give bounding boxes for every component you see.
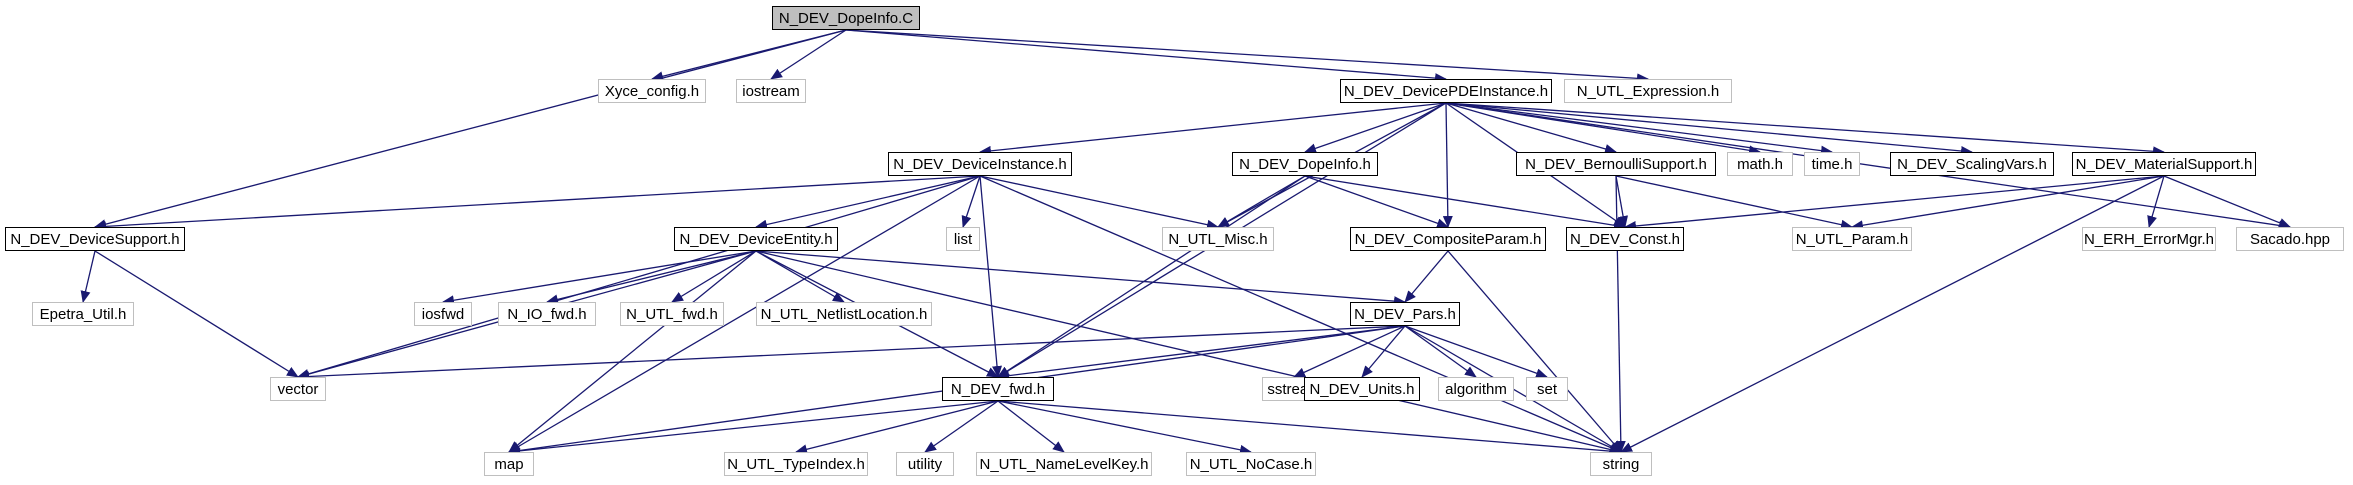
node-n-dev-fwd-h[interactable]: N_DEV_fwd.h <box>942 377 1054 401</box>
edge-dev_fwd-to-utility <box>924 400 999 453</box>
edge-root-to-iostream <box>770 29 847 80</box>
edge-devicepde-to-materialsupport <box>1445 102 2165 157</box>
node-math-h: math.h <box>1727 152 1793 176</box>
node-algorithm: algorithm <box>1438 377 1514 401</box>
node-n-utl-misc-h: N_UTL_Misc.h <box>1162 227 1274 251</box>
edge-deviceentity-to-pars <box>755 250 1406 307</box>
edge-pars-to-sstream <box>1293 325 1406 378</box>
edge-root-to-utl_expr <box>845 29 1649 84</box>
edge-devicepde-to-scalingvars <box>1445 102 1973 156</box>
edge-deviceentity-to-iosfwd <box>442 250 757 306</box>
edge-pars-to-algorithm <box>1404 325 1477 378</box>
edge-dopeinfo_h-to-compositeparam <box>1304 175 1449 229</box>
edge-compositeparam-to-string <box>1447 250 1622 453</box>
edge-dev_fwd-to-typeindex <box>795 400 999 455</box>
edge-deviceentity-to-map <box>508 250 757 453</box>
edge-deviceinst-to-list <box>961 175 981 228</box>
node-iosfwd: iosfwd <box>414 302 472 326</box>
node-n-utl-expression-h: N_UTL_Expression.h <box>1564 79 1732 103</box>
edge-devicepde-to-sacado <box>1445 102 2291 231</box>
edge-deviceinst-to-dev_fwd <box>979 175 1002 378</box>
edge-deviceinst-to-utl_misc <box>979 175 1219 230</box>
edge-dev_fwd-to-string <box>997 400 1622 457</box>
node-n-dev-pars-h[interactable]: N_DEV_Pars.h <box>1350 302 1460 326</box>
node-n-dev-units-h[interactable]: N_DEV_Units.h <box>1304 377 1420 401</box>
edge-devicepde-to-deviceinst <box>979 102 1447 156</box>
node-n-dev-compositeparam-h[interactable]: N_DEV_CompositeParam.h <box>1350 227 1546 251</box>
edge-pars-to-units <box>1361 325 1406 378</box>
node-iostream: iostream <box>736 79 806 103</box>
edge-bernoulli-to-utl_param <box>1615 175 1853 230</box>
node-n-erh-errormgr-h: N_ERH_ErrorMgr.h <box>2082 227 2216 251</box>
node-n-utl-namelevelkey-h: N_UTL_NameLevelKey.h <box>976 452 1152 476</box>
edge-materialsupport-to-sacado <box>2163 175 2291 228</box>
edge-deviceentity-to-utl_fwd <box>671 250 757 303</box>
edge-devicepde-to-bernoulli <box>1445 102 1617 154</box>
node-list: list <box>946 227 980 251</box>
edge-materialsupport-to-dev_const <box>1624 175 2165 231</box>
node-sacado-hpp: Sacado.hpp <box>2236 227 2344 251</box>
node-n-dev-deviceentity-h[interactable]: N_DEV_DeviceEntity.h <box>674 227 838 251</box>
edge-devicepde-to-time <box>1445 102 1833 156</box>
edge-dev_fwd-to-map <box>508 400 999 456</box>
node-n-utl-netlistlocation-h: N_UTL_NetlistLocation.h <box>756 302 932 326</box>
node-n-dev-bernoullisupport-h[interactable]: N_DEV_BernoulliSupport.h <box>1516 152 1716 176</box>
edge-pars-to-dev_fwd <box>997 325 1406 381</box>
edge-dopeinfo_h-to-dev_fwd <box>997 175 1306 378</box>
edge-dopeinfo_h-to-dev_const <box>1304 175 1626 231</box>
edge-dev_fwd-to-nocase <box>997 400 1252 455</box>
edge-pars-to-vector <box>297 325 1406 382</box>
node-vector: vector <box>270 377 326 401</box>
node-n-dev-devicesupport-h[interactable]: N_DEV_DeviceSupport.h <box>5 227 185 251</box>
node-string: string <box>1590 452 1652 476</box>
edge-materialsupport-to-utl_param <box>1851 175 2165 231</box>
node-n-utl-typeindex-h: N_UTL_TypeIndex.h <box>724 452 868 476</box>
node-n-dev-const-h[interactable]: N_DEV_Const.h <box>1566 227 1684 251</box>
edge-devicesupport-to-epetra_util <box>80 250 96 303</box>
node-n-dev-deviceinstance-h[interactable]: N_DEV_DeviceInstance.h <box>888 152 1072 176</box>
node-set: set <box>1526 377 1568 401</box>
edge-deviceinst-to-deviceentity <box>755 175 981 230</box>
edge-root-to-devicepde <box>845 29 1447 84</box>
node-n-dev-materialsupport-h[interactable]: N_DEV_MaterialSupport.h <box>2072 152 2256 176</box>
edge-devicepde-to-compositeparam <box>1442 102 1453 228</box>
edge-deviceentity-to-io_fwd <box>546 250 757 305</box>
node-n-dev-devicepdeinstance-h[interactable]: N_DEV_DevicePDEInstance.h <box>1340 79 1552 103</box>
node-map: map <box>484 452 534 476</box>
edge-dev_fwd-to-namelevelkey <box>997 400 1065 453</box>
edge-deviceinst-to-string <box>979 175 1622 453</box>
edge-deviceinst-to-vector <box>297 175 981 379</box>
edge-deviceinst-to-map <box>508 175 981 453</box>
edge-root-to-devicesupport <box>94 29 847 230</box>
node-n-utl-fwd-h: N_UTL_fwd.h <box>620 302 724 326</box>
edge-deviceentity-to-string <box>755 250 1622 455</box>
node-xyce-config-h: Xyce_config.h <box>598 79 706 103</box>
node-n-io-fwd-h: N_IO_fwd.h <box>498 302 596 326</box>
node-n-dev-dopeinfo-c: N_DEV_DopeInfo.C <box>772 6 920 30</box>
edge-dopeinfo_h-to-utl_misc <box>1217 175 1306 228</box>
edge-bernoulli-to-string <box>1615 175 1626 453</box>
edge-devicesupport-to-vector <box>94 250 299 378</box>
edge-materialsupport-to-string <box>1620 175 2165 453</box>
node-n-utl-param-h: N_UTL_Param.h <box>1792 227 1912 251</box>
edge-compositeparam-to-pars <box>1404 250 1449 303</box>
node-utility: utility <box>896 452 954 476</box>
edge-bernoulli-to-dev_const <box>1615 175 1629 228</box>
edge-materialsupport-to-erh_errormgr <box>2147 175 2165 228</box>
edge-devicepde-to-dopeinfo_h <box>1304 102 1447 154</box>
node-n-utl-nocase-h: N_UTL_NoCase.h <box>1186 452 1316 476</box>
edge-deviceentity-to-netlistloc <box>755 250 845 303</box>
node-n-dev-scalingvars-h[interactable]: N_DEV_ScalingVars.h <box>1890 152 2054 176</box>
node-n-dev-dopeinfo-h[interactable]: N_DEV_DopeInfo.h <box>1232 152 1378 176</box>
edge-deviceinst-to-devicesupport <box>94 175 981 232</box>
node-time-h: time.h <box>1804 152 1860 176</box>
node-epetra-util-h: Epetra_Util.h <box>32 302 134 326</box>
edge-pars-to-set <box>1404 325 1548 378</box>
